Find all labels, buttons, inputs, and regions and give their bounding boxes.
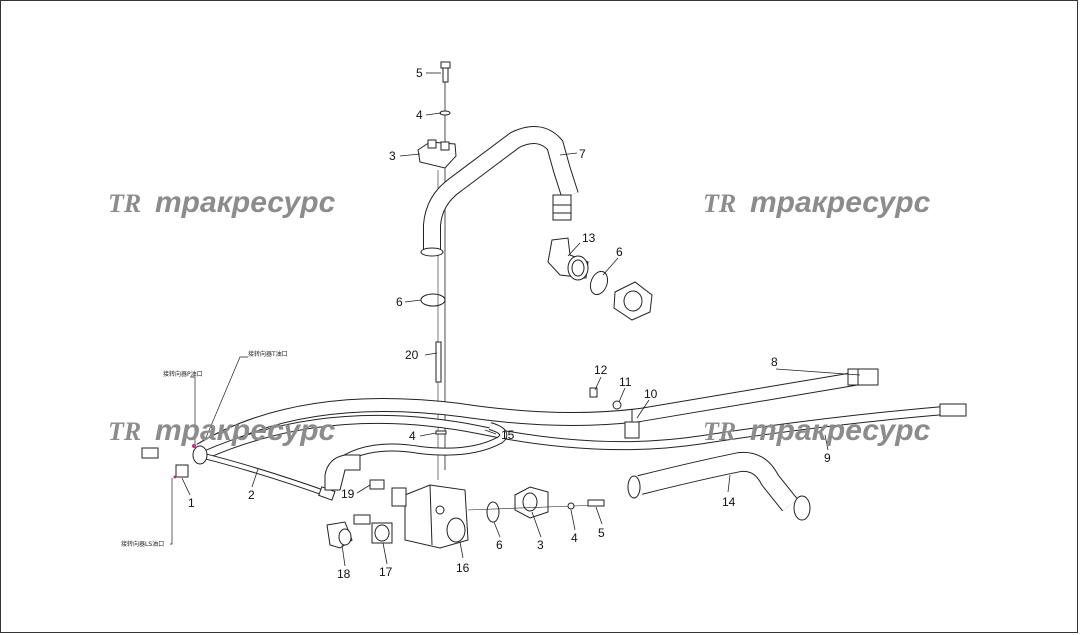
nut-part-11 (612, 400, 622, 410)
elbow-part-18 (326, 521, 353, 549)
callout-6-bottom: 6 (496, 538, 503, 552)
callout-6-right: 6 (616, 245, 623, 259)
elbow-fitting-left (324, 454, 361, 491)
hose-part-8 (196, 368, 879, 457)
svg-text:TR: TR (108, 189, 141, 218)
callout-12: 12 (594, 363, 608, 377)
bolt-part-5-top (440, 61, 451, 83)
svg-text:тракресурс: тракресурс (155, 414, 336, 447)
fitting-part-19 (353, 479, 385, 525)
flange-part-3-bottom (514, 486, 549, 519)
note-p-port: 接转向器P油口 (163, 370, 203, 378)
note-t-port: 接转向器T油口 (248, 350, 288, 358)
oring-part-6-bottom (486, 501, 500, 523)
watermark-top-left: TR тракресурс (108, 186, 336, 219)
callout-19: 19 (341, 487, 355, 501)
svg-text:тракресурс: тракресурс (750, 414, 931, 447)
svg-text:тракресурс: тракресурс (155, 186, 336, 219)
adapter-part-17 (371, 522, 393, 544)
watermark-top-right: TR тракресурс (703, 186, 931, 219)
port-marker (173, 475, 177, 479)
callout-5-bottom: 5 (598, 526, 605, 540)
callout-10: 10 (644, 387, 658, 401)
hose-part-2 (199, 452, 336, 501)
callout-9: 9 (824, 451, 831, 465)
bolt-part-5-bottom (587, 499, 605, 507)
note-callouts (170, 356, 248, 545)
clamp-part-10 (624, 410, 640, 439)
fitting-part-1 (141, 445, 208, 478)
hose-part-7 (420, 126, 579, 257)
axis-line (467, 504, 601, 511)
hose-part-15 (327, 422, 508, 473)
bolt-part-20 (435, 341, 442, 383)
oring-part-6-middle (420, 293, 446, 307)
elbow-part-13 (547, 237, 589, 281)
svg-text:TR: TR (703, 189, 736, 218)
callout-4-top: 4 (416, 108, 423, 122)
callout-11: 11 (619, 375, 632, 389)
oring-part-6-right (589, 270, 609, 296)
callout-7: 7 (579, 147, 586, 161)
flange-part-3-top (417, 139, 457, 169)
callout-18: 18 (337, 567, 351, 581)
callout-8: 8 (771, 355, 778, 369)
watermark-bottom-right: TR тракресурс (703, 414, 931, 447)
callout-4-middle: 4 (409, 429, 416, 443)
leader-lines (181, 72, 861, 567)
valve-block-part-16 (391, 484, 469, 549)
washer-part-4-bottom (567, 502, 575, 510)
flange-part-right (613, 281, 653, 321)
callout-14: 14 (722, 495, 736, 509)
callout-15: 15 (501, 428, 515, 442)
callout-4-bottom: 4 (571, 531, 578, 545)
callout-16: 16 (456, 561, 470, 575)
port-marker (192, 444, 196, 448)
hose-part-9 (203, 403, 967, 460)
svg-text:тракресурс: тракресурс (750, 186, 931, 219)
callout-6-middle: 6 (396, 295, 403, 309)
note-ls-port: 接转向器LS油口 (121, 540, 164, 548)
svg-text:TR: TR (703, 417, 736, 446)
bolt-part-12 (589, 387, 598, 398)
hose-part-14 (627, 451, 811, 521)
callout-5-top: 5 (416, 66, 423, 80)
callout-3-bottom: 3 (537, 538, 544, 552)
callout-17: 17 (379, 565, 393, 579)
callout-13: 13 (582, 231, 596, 245)
watermark-bottom-left: TR тракресурс (108, 414, 336, 447)
callout-2: 2 (248, 488, 255, 502)
callout-3-top: 3 (389, 149, 396, 163)
callout-1: 1 (188, 496, 195, 510)
callout-20: 20 (405, 348, 419, 362)
svg-text:TR: TR (108, 417, 141, 446)
washer-part-4-middle (435, 430, 447, 435)
washer-part-4-top (439, 110, 451, 116)
